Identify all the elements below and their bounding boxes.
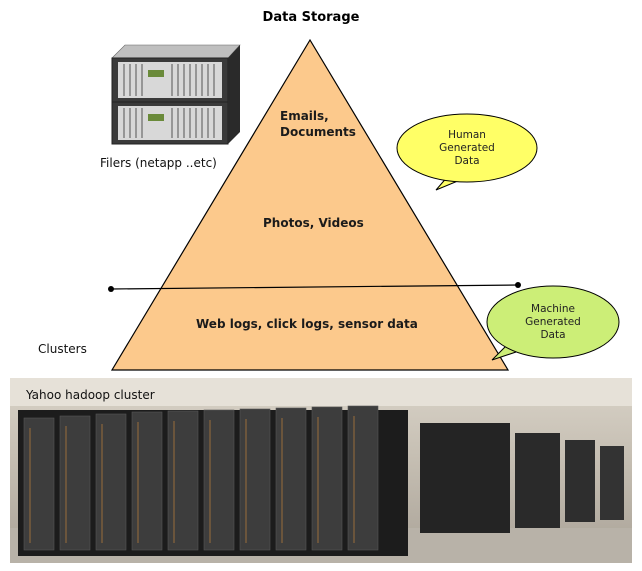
machine-bubble-text: Machine Generated Data	[525, 303, 581, 341]
machine-generated-bubble	[486, 285, 620, 361]
hadoop-cluster-photo: Yahoo hadoop cluster	[10, 378, 632, 563]
human-generated-bubble	[396, 113, 538, 191]
triangle-bottom-text: Web logs, click logs, sensor data	[196, 317, 418, 331]
front-rack-row	[18, 405, 408, 556]
back-rack-row	[420, 423, 624, 533]
clusters-label: Clusters	[38, 342, 87, 356]
divider-left-dot	[108, 286, 114, 292]
triangle-top-text: Emails, Documents	[280, 109, 356, 139]
filers-label: Filers (netapp ..etc)	[100, 156, 217, 170]
photo-caption: Yahoo hadoop cluster	[26, 388, 155, 402]
triangle-middle-text: Photos, Videos	[263, 216, 364, 230]
server-racks-image	[10, 378, 632, 563]
human-machine-divider	[110, 284, 519, 290]
filer-server-image	[111, 44, 241, 145]
diagram-title: Data Storage	[262, 10, 360, 25]
divider-right-dot	[515, 282, 521, 288]
human-bubble-text: Human Generated Data	[439, 129, 495, 167]
